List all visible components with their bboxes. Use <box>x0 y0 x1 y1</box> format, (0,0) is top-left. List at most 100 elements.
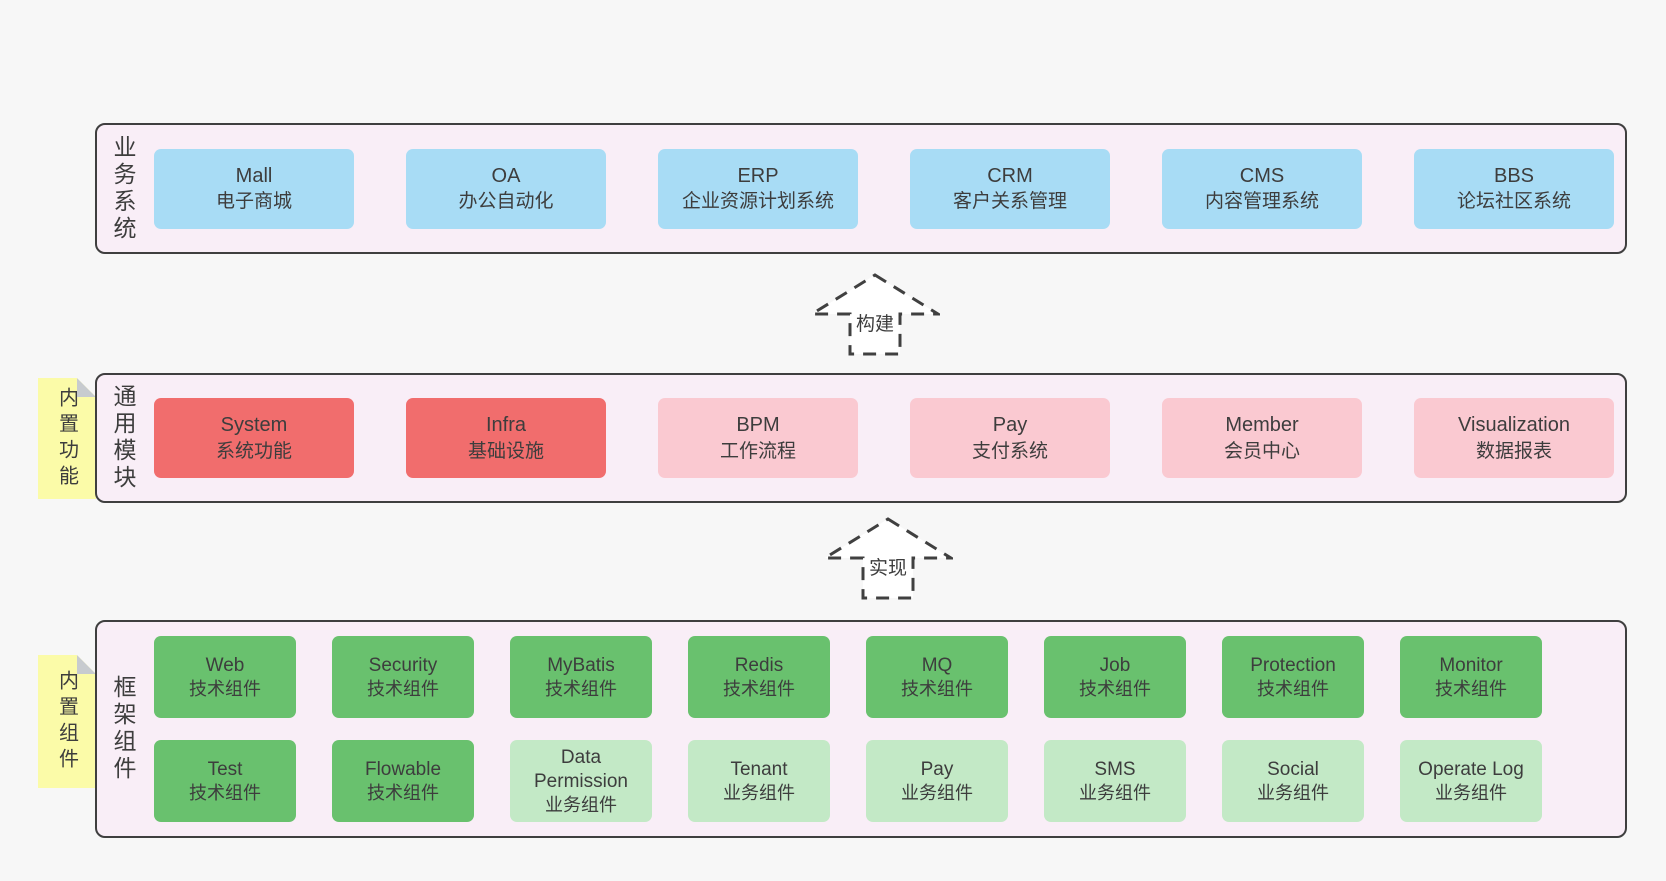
box-subtitle: 技术组件 <box>367 678 439 699</box>
framework-components-row-1: Web 技术组件 Security 技术组件 MyBatis 技术组件 Redi… <box>154 636 1615 718</box>
box-infra: Infra 基础设施 <box>406 398 606 478</box>
box-pay-module: Pay 支付系统 <box>910 398 1110 478</box>
box-subtitle: 电子商城 <box>215 191 292 213</box>
box-operate-log: Operate Log 业务组件 <box>1400 740 1542 822</box>
box-title: Tenant <box>730 758 788 780</box>
box-title: MQ <box>921 654 953 676</box>
box-title: BBS <box>1493 164 1535 187</box>
box-title: ERP <box>737 164 779 187</box>
arrow-implement-label: 实现 <box>865 553 911 580</box>
box-tenant: Tenant 业务组件 <box>688 740 830 822</box>
band-business-systems: 业务系统 Mall 电子商城 OA 办公自动化 ERP 企业资源计划系统 CRM… <box>95 123 1627 254</box>
box-subtitle: 支付系统 <box>971 440 1048 462</box>
box-title: OA <box>491 164 521 187</box>
box-oa: OA 办公自动化 <box>406 148 606 229</box>
band-common-modules-boxes: System 系统功能 Infra 基础设施 BPM 工作流程 Pay 支付系统… <box>154 375 1615 501</box>
box-subtitle: 技术组件 <box>1257 678 1329 699</box>
band-framework-components-label: 框架组件 <box>110 675 136 783</box>
box-bpm: BPM 工作流程 <box>658 398 858 478</box>
sticky-note-builtin-components-label: 内置组件 <box>55 669 78 774</box>
sticky-note-builtin-components: 内置组件 <box>38 655 96 788</box>
box-title: Protection <box>1250 654 1336 676</box>
box-subtitle: 内容管理系统 <box>1204 191 1319 213</box>
box-subtitle: 客户关系管理 <box>952 191 1067 213</box>
box-title: MyBatis <box>547 654 615 676</box>
box-subtitle: 业务组件 <box>1079 782 1151 803</box>
box-title: Test <box>207 758 243 780</box>
box-subtitle: 论坛社区系统 <box>1456 191 1571 213</box>
box-subtitle: 技术组件 <box>367 782 439 803</box>
box-title: Flowable <box>364 758 442 780</box>
box-subtitle: 技术组件 <box>1435 678 1507 699</box>
box-member: Member 会员中心 <box>1162 398 1362 478</box>
band-framework-components: 框架组件 Web 技术组件 Security 技术组件 MyBatis 技术组件… <box>95 620 1627 838</box>
box-erp: ERP 企业资源计划系统 <box>658 148 858 229</box>
box-title: Security <box>368 654 438 676</box>
box-flowable: Flowable 技术组件 <box>332 740 474 822</box>
band-common-modules-label: 通用模块 <box>110 384 136 492</box>
box-subtitle: 技术组件 <box>901 678 973 699</box>
band-business-systems-boxes: Mall 电子商城 OA 办公自动化 ERP 企业资源计划系统 CRM 客户关系… <box>154 125 1615 252</box>
box-mq: MQ 技术组件 <box>866 636 1008 718</box>
arrow-build: 构建 <box>810 273 940 357</box>
box-test: Test 技术组件 <box>154 740 296 822</box>
box-system: System 系统功能 <box>154 398 354 478</box>
band-label-wrap: 框架组件 <box>103 622 143 836</box>
box-subtitle: 办公自动化 <box>458 191 554 213</box>
folded-corner-icon <box>77 378 96 397</box>
box-subtitle: 系统功能 <box>215 440 292 462</box>
band-label-wrap: 通用模块 <box>103 375 143 501</box>
framework-components-row-2: Test 技术组件 Flowable 技术组件 Data Permission … <box>154 740 1615 822</box>
box-title: Pay <box>920 758 954 780</box>
box-title: Job <box>1099 654 1131 676</box>
box-subtitle: 技术组件 <box>189 782 261 803</box>
box-social: Social 业务组件 <box>1222 740 1364 822</box>
box-title: Social <box>1267 758 1319 780</box>
box-subtitle: 企业资源计划系统 <box>681 191 834 213</box>
box-title: SMS <box>1094 758 1136 780</box>
box-web: Web 技术组件 <box>154 636 296 718</box>
band-framework-components-rows: Web 技术组件 Security 技术组件 MyBatis 技术组件 Redi… <box>154 622 1615 836</box>
box-title: Member <box>1225 414 1299 437</box>
band-label-wrap: 业务系统 <box>103 125 143 252</box>
box-subtitle: 技术组件 <box>545 678 617 699</box>
box-subtitle: 业务组件 <box>1257 782 1329 803</box>
box-title: System <box>220 414 288 437</box>
box-pay-component: Pay 业务组件 <box>866 740 1008 822</box>
box-title: CMS <box>1239 164 1285 187</box>
arrow-build-label: 构建 <box>852 309 898 336</box>
box-subtitle: 会员中心 <box>1223 440 1300 462</box>
box-sms: SMS 业务组件 <box>1044 740 1186 822</box>
band-business-systems-label: 业务系统 <box>110 134 136 243</box>
sticky-note-builtin-features-label: 内置功能 <box>55 386 78 491</box>
box-protection: Protection 技术组件 <box>1222 636 1364 718</box>
box-mybatis: MyBatis 技术组件 <box>510 636 652 718</box>
box-title: Infra <box>485 414 527 437</box>
box-subtitle: 业务组件 <box>545 794 617 815</box>
box-title: Web <box>205 654 245 676</box>
box-title: Pay <box>992 414 1028 437</box>
box-job: Job 技术组件 <box>1044 636 1186 718</box>
box-title: BPM <box>736 414 780 437</box>
box-cms: CMS 内容管理系统 <box>1162 148 1362 229</box>
box-subtitle: 基础设施 <box>467 440 544 462</box>
box-data-permission: Data Permission 业务组件 <box>510 740 652 822</box>
box-redis: Redis 技术组件 <box>688 636 830 718</box>
box-monitor: Monitor 技术组件 <box>1400 636 1542 718</box>
folded-corner-icon <box>77 655 96 674</box>
box-bbs: BBS 论坛社区系统 <box>1414 148 1614 229</box>
box-subtitle: 技术组件 <box>1079 678 1151 699</box>
arrow-implement: 实现 <box>823 517 953 601</box>
box-title: Data Permission <box>534 747 628 792</box>
box-title: Mall <box>235 164 273 187</box>
box-subtitle: 业务组件 <box>1435 782 1507 803</box>
box-crm: CRM 客户关系管理 <box>910 148 1110 229</box>
box-security: Security 技术组件 <box>332 636 474 718</box>
box-title: Operate Log <box>1418 758 1524 780</box>
box-title: Monitor <box>1439 654 1503 676</box>
box-title: Visualization <box>1458 414 1570 437</box>
box-subtitle: 数据报表 <box>1475 440 1552 462</box>
box-visualization: Visualization 数据报表 <box>1414 398 1614 478</box>
box-subtitle: 技术组件 <box>723 678 795 699</box>
box-mall: Mall 电子商城 <box>154 148 354 229</box>
